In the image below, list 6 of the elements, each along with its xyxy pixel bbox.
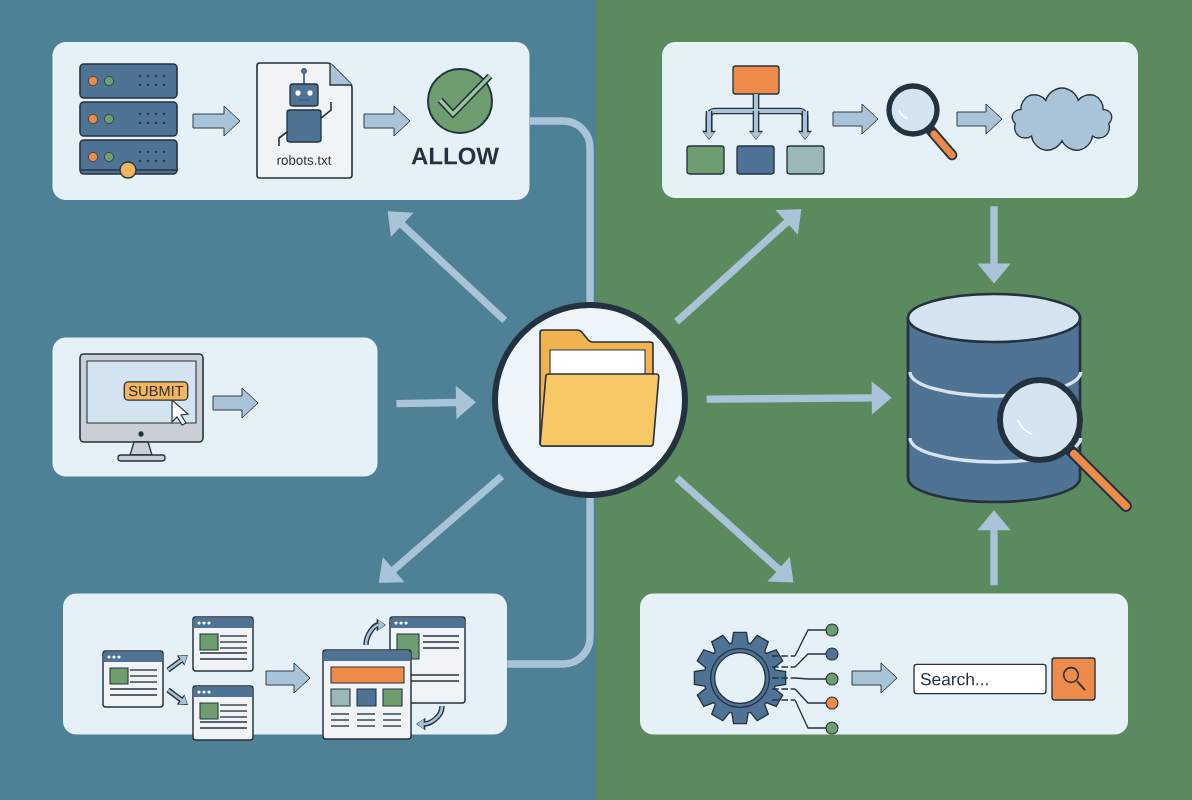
submit-button: SUBMIT [123,381,189,401]
status-label: ALLOW [411,147,499,165]
arrow [674,475,794,583]
arrow [674,209,802,325]
search-field: Search... [913,663,1047,695]
file-label: robots.txt [277,155,332,165]
